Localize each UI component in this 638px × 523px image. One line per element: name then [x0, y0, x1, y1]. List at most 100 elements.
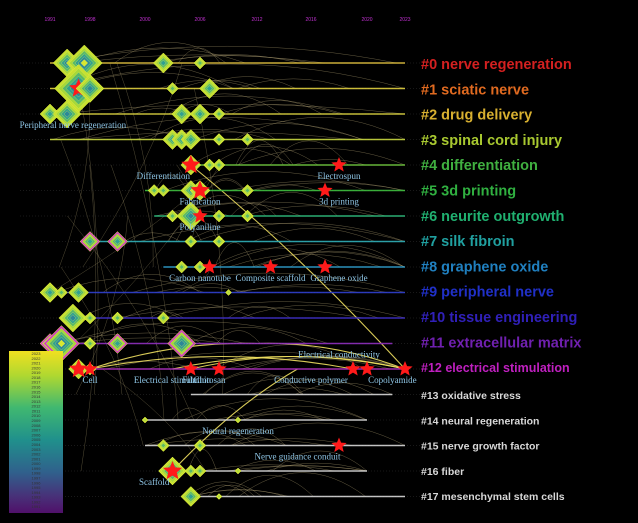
cluster-label: #13 oxidative stress: [421, 390, 521, 402]
keyword-node: [262, 259, 279, 274]
node-ring: [57, 339, 66, 348]
keyword-node: [317, 259, 333, 274]
keyword-node: [241, 209, 254, 223]
citation-arc: [211, 247, 341, 268]
year-tick-label: 1991: [44, 17, 55, 23]
node-ring: [226, 290, 231, 295]
citation-arc: [124, 232, 181, 242]
keyword-node: [203, 158, 216, 172]
node-ring: [187, 212, 195, 220]
citation-arc: [195, 405, 246, 421]
colorbar-year-label: 2015: [32, 389, 42, 394]
keyword-node: [180, 129, 202, 150]
node-ring: [216, 239, 222, 244]
keyword-node: [175, 260, 189, 274]
citation-arc: [249, 387, 345, 395]
burst-star-icon: [69, 359, 89, 378]
burst-star-icon: [201, 259, 218, 274]
keyword-node: [52, 99, 82, 129]
burst-star-icon: [317, 182, 333, 197]
node-ring: [178, 340, 186, 347]
keyword-label: Carbon nanotube: [169, 273, 231, 283]
citation-arc: [76, 47, 246, 64]
citation-arc: [228, 253, 382, 268]
citation-arc: [251, 182, 406, 191]
citation-arc: [237, 148, 406, 166]
citation-arc: [234, 117, 406, 140]
citation-arc: [163, 301, 406, 319]
keyword-label: Polyaniline: [180, 222, 221, 232]
node-ring: [216, 137, 222, 142]
citation-arc: [256, 250, 406, 268]
cluster-legend: #0 nerve regeneration#1 sciatic nerve#2 …: [421, 57, 581, 503]
node-ring: [206, 85, 213, 92]
colorbar-year-label: 2013: [32, 399, 42, 404]
citation-arc: [253, 227, 375, 242]
keyword-node: [107, 333, 128, 354]
keyword-node: [225, 289, 232, 296]
keyword-label: Nerve guidance conduit: [255, 452, 341, 462]
keyword-node: [241, 184, 254, 197]
keyword-node: [212, 235, 226, 248]
colorbar-year-label: 1992: [32, 499, 42, 504]
burst-star-icon: [262, 259, 279, 274]
cross-cluster-link: [59, 88, 90, 268]
citation-arc: [123, 302, 255, 319]
keyword-node: [212, 107, 226, 121]
citation-arc: [193, 123, 363, 140]
keyword-node: [183, 361, 199, 376]
keyword-node: [193, 464, 207, 478]
keyword-node: [58, 303, 88, 333]
keyword-node: [234, 416, 242, 424]
citation-arc: [214, 242, 255, 268]
citation-arc: [229, 180, 406, 191]
colorbar-year-label: 2011: [32, 408, 41, 413]
citation-arc: [251, 184, 317, 191]
keyword-node: [68, 282, 89, 303]
citation-arc: [228, 405, 368, 421]
citation-arc: [266, 462, 368, 472]
keyword-node: [211, 361, 227, 376]
citation-arc: [244, 192, 338, 217]
colorbar-gradient: [9, 351, 63, 513]
keyword-node: [75, 74, 105, 103]
citation-arc: [230, 202, 277, 217]
citation-arc: [161, 54, 300, 64]
burst-star-icon: [359, 361, 375, 376]
citation-arc: [149, 117, 276, 140]
citation-arc: [227, 306, 291, 319]
cross-cluster-link: [50, 164, 225, 293]
node-ring: [80, 59, 88, 67]
node-ring: [197, 264, 203, 270]
citation-arc: [155, 174, 188, 191]
citation-arc: [181, 283, 241, 293]
cluster-label: #15 nerve growth factor: [421, 441, 539, 453]
keyword-label: Chitosan: [193, 375, 226, 385]
keyword-node: [199, 78, 220, 99]
keyword-node: [193, 56, 207, 70]
colorbar-year-label: 2006: [32, 432, 42, 437]
citation-arc: [231, 100, 323, 115]
cluster-label: #4 differentiation: [421, 158, 538, 174]
node-ring: [170, 213, 175, 219]
citation-arc: [188, 327, 307, 344]
highlight-link: [172, 368, 298, 472]
cluster-label: #11 extracellular matrix: [421, 335, 581, 351]
keyword-node: [193, 439, 207, 452]
citation-arc: [75, 131, 353, 140]
citation-arc: [207, 484, 256, 497]
citation-arc: [238, 143, 294, 166]
highlight-link: [89, 355, 354, 370]
burst-star-icon: [211, 361, 227, 376]
cluster-label: #16 fiber: [421, 466, 464, 478]
keyword-node: [111, 311, 124, 325]
cluster-label: #9 peripheral nerve: [421, 285, 554, 301]
keyword-node: [107, 231, 128, 252]
citation-arc: [63, 321, 329, 344]
node-ring: [207, 162, 212, 168]
cross-cluster-link: [176, 164, 196, 242]
keyword-label: Electrospun: [318, 171, 361, 181]
colorbar-year-label: 2021: [32, 361, 42, 366]
